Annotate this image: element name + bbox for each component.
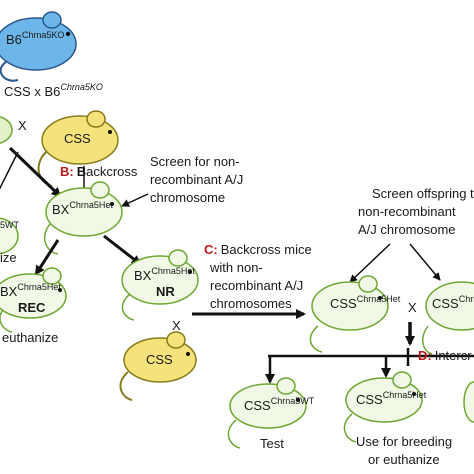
het-offspring-label: CSS <box>356 392 383 407</box>
wt-superscript: Chrna5WT <box>271 396 315 406</box>
svg-text:B:Backcross: B:Backcross <box>60 164 138 179</box>
css-het-superscript: Chrna5Het <box>357 294 401 304</box>
left-wt-superscript: 5WT <box>0 220 20 230</box>
nr-superscript: Chrna5Het <box>151 266 195 276</box>
css-het-label: CSS <box>330 296 357 311</box>
svg-text:B6Chrna5KO: B6Chrna5KO <box>6 30 64 47</box>
left-branch-line <box>0 151 19 190</box>
screen-nonrec-line3: chromosome <box>150 190 225 205</box>
svg-text:CSSChrna5Het: CSSChrna5Het <box>356 390 427 407</box>
mid-cross-x: X <box>408 300 417 315</box>
screen-nonrec-line2: recombinant A/J <box>150 172 243 187</box>
css-chrna5het-offspring-mouse: CSSChrna5Het <box>343 371 427 443</box>
step-b-letter: B: <box>60 164 74 179</box>
nr-arrow <box>103 234 142 266</box>
bx-rec-mouse: BXChrna5Het REC <box>0 267 67 333</box>
rec-superscript: Chrna5Het <box>17 282 61 292</box>
bx-label: BX <box>52 202 70 217</box>
screen-offspring-line3: A/J chromosome <box>358 222 456 237</box>
left-euthanize-top: ize <box>0 250 17 265</box>
left-parent-mouse-partial <box>0 116 13 144</box>
svg-text:CSS x B6Chrna5KO: CSS x B6Chrna5KO <box>4 82 103 99</box>
css-chrna5wt-mouse: CSSChrna5WT <box>227 377 315 449</box>
screen-offspring-arrow-right <box>409 243 441 281</box>
cross-arrow-left <box>8 146 62 198</box>
left-cross-x: X <box>18 118 27 133</box>
css-chrna5het-mouse: CSSChrna5Het <box>309 275 401 353</box>
screen-offspring-line2: non-recombinant <box>358 204 456 219</box>
right-offspring-mouse-partial <box>463 381 474 423</box>
css-mouse-bottom: CSS <box>119 331 197 401</box>
left-wt-mouse-partial: 5WT <box>0 217 20 255</box>
step-b-label: ackcross <box>86 164 138 179</box>
svg-text:BXChrna5Het: BXChrna5Het <box>134 266 195 283</box>
step-d-letter: D: <box>418 348 432 363</box>
test-label: Test <box>260 436 284 451</box>
rec-arrow <box>34 239 60 276</box>
css-right-mouse-partial: CSSChrna <box>422 281 474 355</box>
svg-text:D:Intercr: D:Intercr <box>418 348 472 363</box>
svg-text:C:Backcross mice: C:Backcross mice <box>204 242 312 257</box>
step-c-letter: C: <box>204 242 218 257</box>
b6-chrna5ko-label: B6 <box>6 32 22 47</box>
nr-tag: NR <box>156 284 175 299</box>
cross-superscript: Chrna5KO <box>60 82 103 92</box>
svg-text:BXChrna5Het: BXChrna5Het <box>0 282 61 299</box>
svg-text:CSSChrna5Het: CSSChrna5Het <box>330 294 401 311</box>
step-c-line1: Backcross mice <box>221 242 312 257</box>
step-c-line3: recombinant A/J <box>210 278 303 293</box>
screen-offspring-arrow-left <box>349 243 391 283</box>
svg-text:CSSChrna5WT: CSSChrna5WT <box>244 396 315 413</box>
nr-cross-x: X <box>172 318 181 333</box>
wt-label: CSS <box>244 398 271 413</box>
css-mouse-top-label: CSS <box>64 131 91 146</box>
css-mouse-top: CSS <box>37 110 119 187</box>
svg-text:CSSChrna: CSSChrna <box>432 294 474 311</box>
b6-chrna5ko-superscript: Chrna5KO <box>22 30 65 40</box>
rec-tag: REC <box>18 300 46 315</box>
het-offspring-superscript: Chrna5Het <box>383 390 427 400</box>
bx-superscript: Chrna5Het <box>69 200 113 210</box>
step-b-bold-letter: B <box>77 164 86 179</box>
use-breeding-line1: Use for breeding <box>356 434 452 449</box>
css-right-label: CSS <box>432 296 459 311</box>
css-mouse-bottom-label: CSS <box>146 352 173 367</box>
b6-chrna5ko-mouse: B6Chrna5KO <box>0 11 77 82</box>
use-breeding-line2: or euthanize <box>368 452 440 467</box>
screen-arrow <box>121 193 149 207</box>
left-euthanize-label: euthanize <box>2 330 58 345</box>
step-c-line4: chromosomes <box>210 296 292 311</box>
nr-label: BX <box>134 268 152 283</box>
bx-nr-mouse: BXChrna5Het NR <box>121 249 199 321</box>
rec-label: BX <box>0 284 18 299</box>
screen-nonrec-line1: Screen for non- <box>150 154 240 169</box>
bx-chrna5het-mouse: BXChrna5Het <box>43 181 123 255</box>
cross-label: CSS x B6 <box>4 84 60 99</box>
step-d-label: Intercr <box>435 348 473 363</box>
screen-offspring-line1: Screen offspring t <box>372 186 474 201</box>
svg-text:BXChrna5Het: BXChrna5Het <box>52 200 113 217</box>
step-c-line2: with non- <box>209 260 263 275</box>
css-right-superscript: Chrna <box>459 294 474 304</box>
